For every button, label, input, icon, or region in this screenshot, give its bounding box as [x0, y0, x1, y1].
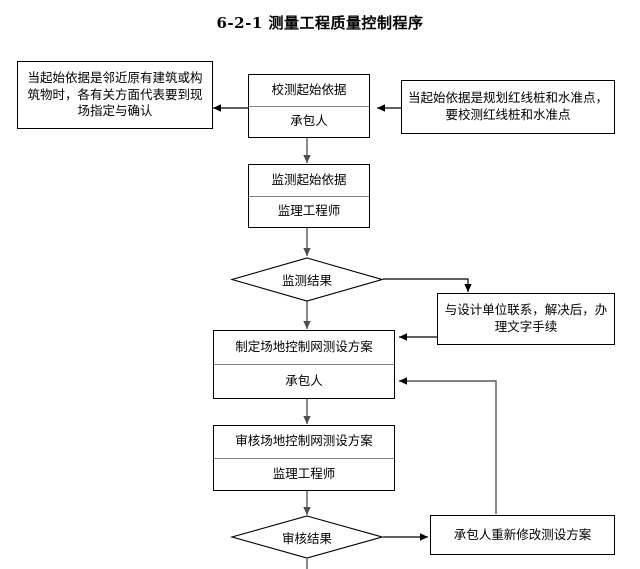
revise-plan-box[interactable]: 承包人重新修改测设方案 — [430, 515, 615, 555]
check-origin-title: 校测起始依据 — [271, 81, 347, 97]
review-plan-actor: 监理工程师 — [214, 457, 394, 491]
decision-review-label: 审核结果 — [281, 530, 332, 546]
decision-review[interactable]: 审核结果 — [232, 516, 382, 558]
review-plan-box[interactable]: 审核场地控制网测设方案 监理工程师 — [213, 425, 395, 491]
page-title: 6-2-1 测量工程质量控制程序 — [216, 14, 424, 32]
note-left-top-box[interactable]: 当起始依据是邻近原有建筑或构筑物时，各有关方面代表要到现场指定与确认 — [17, 61, 213, 129]
monitor-origin-title: 监测起始依据 — [271, 171, 347, 187]
edge-revise-to-make-plan — [399, 377, 497, 514]
review-plan-title: 审核场地控制网测设方案 — [235, 433, 373, 449]
design-contact-box[interactable]: 与设计单位联系，解决后，办理文字手续 — [437, 293, 615, 345]
revise-plan-label: 承包人重新修改测设方案 — [453, 526, 592, 542]
design-contact-label: 与设计单位联系，解决后，办理文字手续 — [444, 302, 608, 334]
decision-monitor-label: 监测结果 — [281, 273, 332, 288]
note-right-top-box[interactable]: 当起始依据是规划红线桩和水准点，要校测红线桩和水准点 — [401, 80, 615, 134]
make-plan-box[interactable]: 制定场地控制网测设方案 承包人 — [213, 330, 395, 399]
check-origin-actor: 承包人 — [249, 105, 369, 138]
note-right-top-label: 当起始依据是规划红线桩和水准点，要校测红线桩和水准点 — [407, 90, 608, 122]
decision-monitor[interactable]: 监测结果 — [232, 258, 382, 301]
monitor-origin-actor: 监理工程师 — [249, 195, 369, 228]
edge-decision-to-design — [383, 278, 472, 292]
make-plan-title: 制定场地控制网测设方案 — [235, 339, 373, 355]
check-origin-box[interactable]: 校测起始依据 承包人 — [248, 74, 370, 138]
make-plan-actor: 承包人 — [214, 364, 394, 398]
monitor-origin-box[interactable]: 监测起始依据 监理工程师 — [248, 164, 370, 228]
note-left-top-label: 当起始依据是邻近原有建筑或构筑物时，各有关方面代表要到现场指定与确认 — [27, 69, 203, 119]
